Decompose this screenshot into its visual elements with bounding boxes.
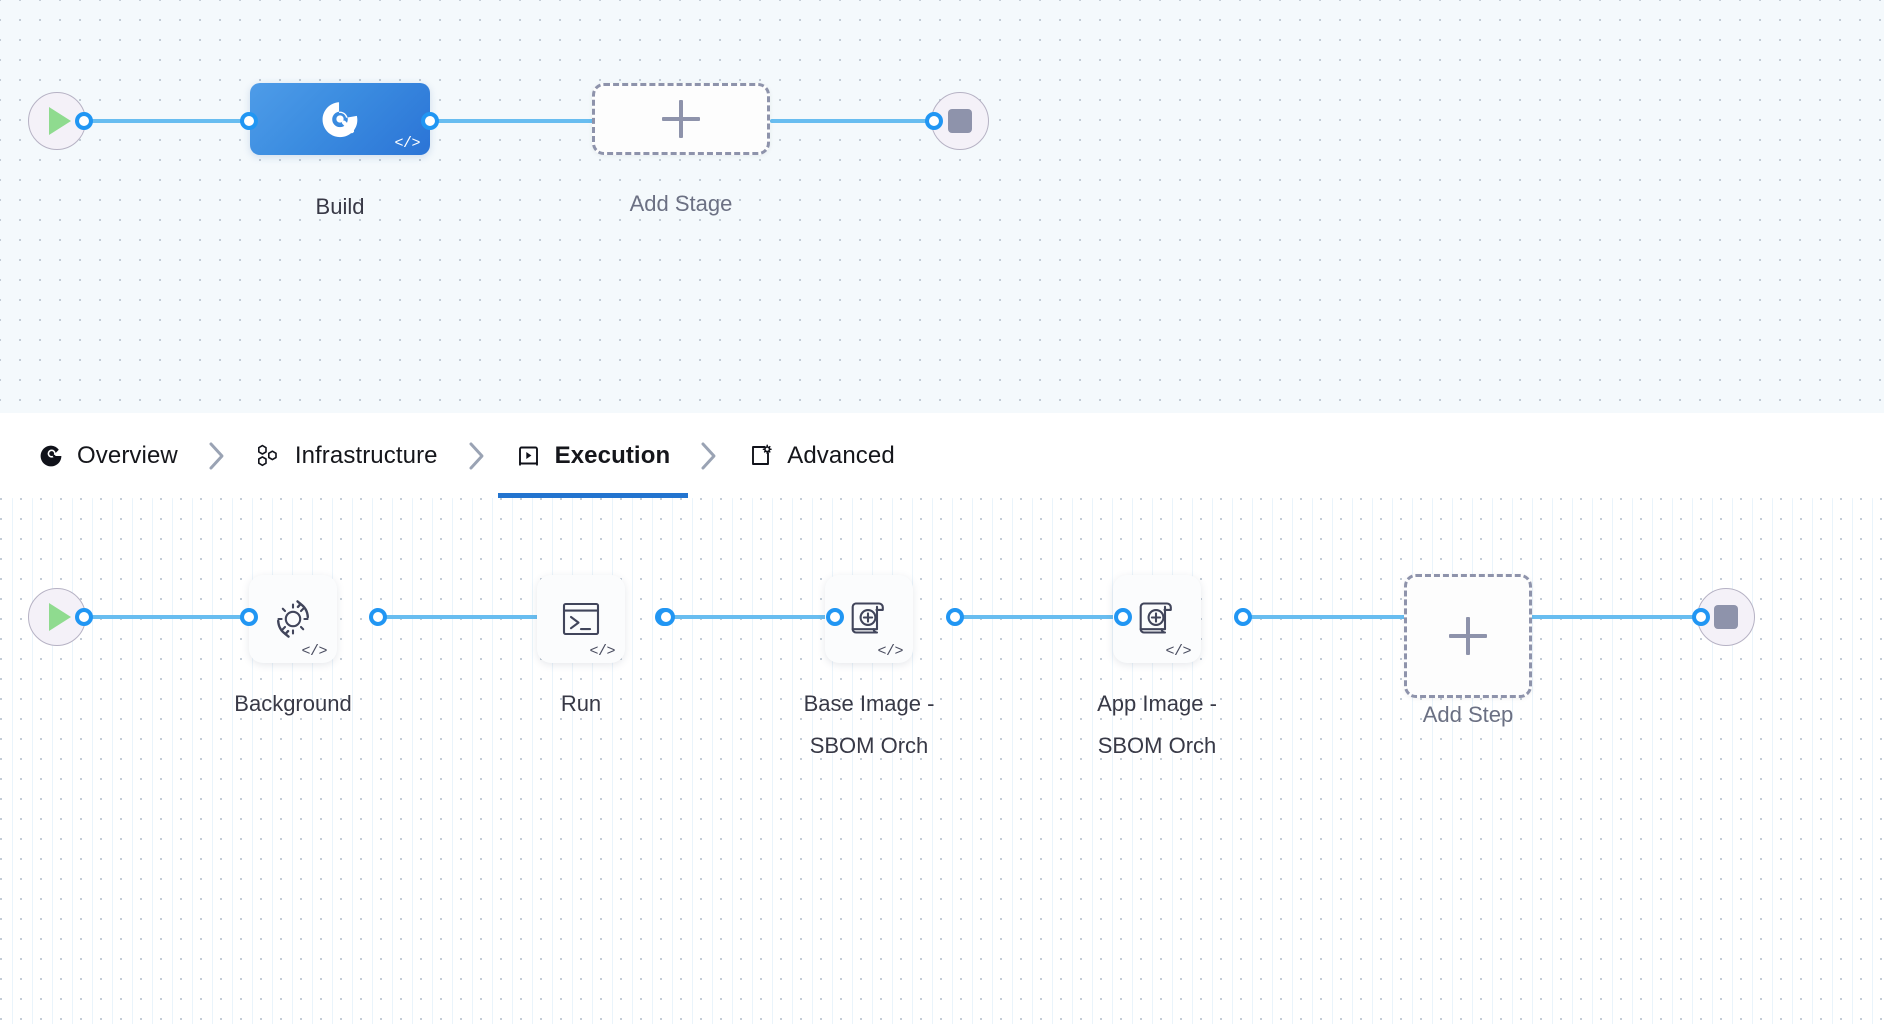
port-app-image-sbom-out[interactable] [1234,608,1252,626]
port-background-in[interactable] [240,608,258,626]
step-node-label-run: Run [560,691,602,716]
tab-infrastructure[interactable]: Infrastructure [238,413,456,498]
port-end-in[interactable] [925,112,943,130]
edge-start-to-background [84,615,254,619]
add-stage-button[interactable] [592,83,770,155]
tab-separator-1 [196,439,238,473]
edge-add-stage-to-end [770,119,950,123]
edge-build-to-add-stage [430,119,600,123]
code-badge-icon: </> [877,643,903,660]
infrastructure-icon [257,444,277,466]
execution-canvas[interactable]: </> Background </> Run </> Base Image - … [0,498,1884,1024]
advanced-icon [752,444,772,465]
tab-advanced[interactable]: Advanced [730,413,913,498]
port-build-in[interactable] [240,112,258,130]
stop-icon [1714,605,1738,629]
port-run-out[interactable] [657,608,675,626]
edge-start-to-build [84,119,254,123]
play-icon [49,107,71,135]
execution-icon [518,446,538,466]
sbom-scroll-icon [851,602,884,634]
plus-icon [662,100,700,138]
add-step-button[interactable] [1404,574,1532,698]
tab-execution-label: Execution [554,441,671,469]
step-node-run[interactable]: </> [537,575,625,663]
port-background-out[interactable] [369,608,387,626]
port-exec-end-in[interactable] [1692,608,1710,626]
sbom-scroll-icon [1139,602,1172,634]
code-badge-icon: </> [301,643,327,660]
add-step-label: Add Step [1422,702,1514,727]
stage-node-label-build: Build [315,194,365,219]
code-badge-icon: </> [589,643,615,660]
edge-background-to-run [378,615,548,619]
port-base-image-sbom-in[interactable] [826,608,844,626]
edge-add-step-to-end [1529,615,1704,619]
tab-advanced-label: Advanced [787,441,895,469]
port-base-image-sbom-out[interactable] [946,608,964,626]
overview-icon [40,445,62,466]
tab-execution[interactable]: Execution [497,413,689,498]
code-badge-icon: </> [1165,643,1191,660]
tab-infrastructure-label: Infrastructure [294,441,438,469]
port-exec-start-out[interactable] [75,608,93,626]
step-node-label-background: Background [234,691,352,716]
tab-overview-label: Overview [77,441,178,469]
tab-separator-3 [688,439,730,473]
step-node-label-base-image-sbom: Base Image - SBOM Orch [803,691,935,758]
step-node-label-app-image-sbom: App Image - SBOM Orch [1097,691,1217,758]
edge-app-image-to-add-step [1243,615,1413,619]
play-icon [49,603,71,631]
port-app-image-sbom-in[interactable] [1114,608,1132,626]
chevron-right-icon [209,442,224,469]
edge-base-image-to-app-image [955,615,1125,619]
chevron-right-icon [701,442,716,469]
port-build-out[interactable] [421,112,439,130]
stage-config-tab-bar[interactable]: Overview Infrastructure Execution [0,413,1884,498]
tab-overview[interactable]: Overview [20,413,196,498]
terminal-icon [562,602,600,636]
stage-canvas[interactable]: </> Build Add Stage [0,0,1884,413]
edge-run-to-base-image-sbom [666,615,836,619]
tab-separator-2 [456,439,498,473]
code-badge-icon: </> [394,135,420,152]
port-start-out[interactable] [75,112,93,130]
step-node-background[interactable]: </> [249,575,337,663]
stage-node-build[interactable]: </> [250,83,430,155]
harness-ci-icon [322,102,358,138]
gear-refresh-icon [277,600,309,638]
plus-icon [1449,617,1487,655]
add-stage-label: Add Stage [629,191,733,216]
chevron-right-icon [469,442,484,469]
pipeline-end-node[interactable] [931,92,989,150]
stop-icon [948,109,972,133]
